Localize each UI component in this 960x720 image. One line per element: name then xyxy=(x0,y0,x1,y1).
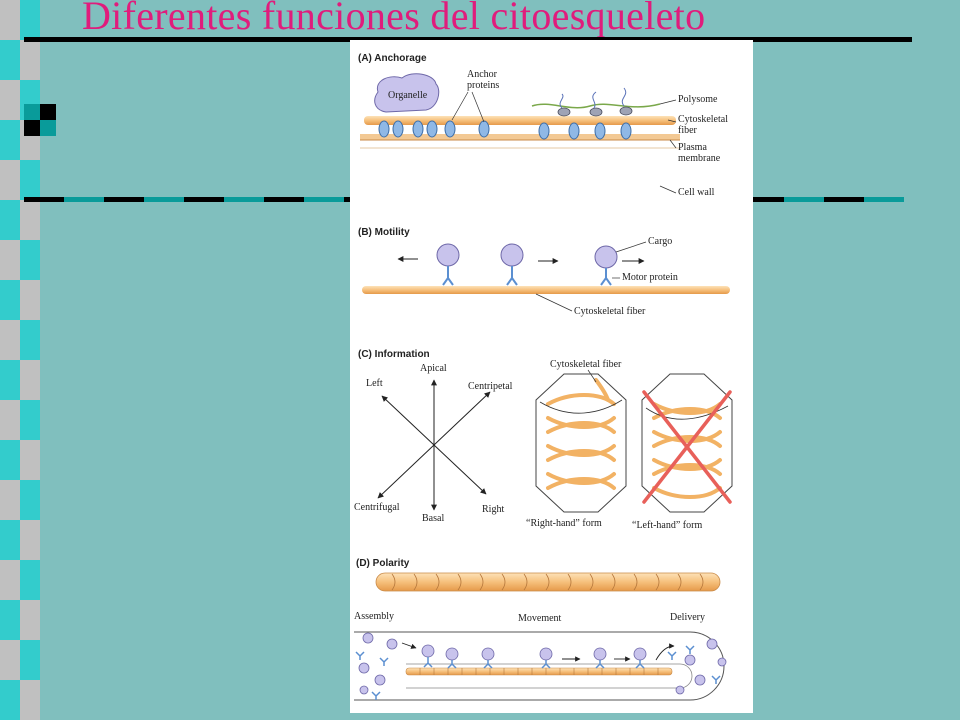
panel-polarity: (D) Polarity Assembly Movement Delivery xyxy=(354,558,727,701)
svg-text:Basal: Basal xyxy=(422,513,444,524)
svg-text:Organelle: Organelle xyxy=(388,90,428,101)
svg-text:“Right-hand” form: “Right-hand” form xyxy=(526,518,602,529)
svg-text:Cytoskeletal: Cytoskeletal xyxy=(678,114,728,125)
track-motors xyxy=(421,644,647,669)
panel-a-heading: (A) Anchorage xyxy=(358,53,427,64)
polysome xyxy=(531,103,661,109)
svg-text:Motor protein: Motor protein xyxy=(622,272,678,283)
polar-fiber xyxy=(375,572,721,592)
title-rule xyxy=(24,37,912,42)
right-hand-cell xyxy=(535,373,627,513)
slide-title: Diferentes funciones del citoesqueleto xyxy=(82,0,706,38)
cargo-motor-3 xyxy=(594,245,618,286)
free-vesicles xyxy=(358,632,727,695)
svg-text:Centrifugal: Centrifugal xyxy=(354,502,400,513)
panel-c-heading: (C) Information xyxy=(358,349,430,360)
cargo-motor-2 xyxy=(500,243,524,286)
svg-text:Cargo: Cargo xyxy=(648,236,672,247)
svg-text:Assembly: Assembly xyxy=(354,611,394,622)
svg-text:proteins: proteins xyxy=(467,80,499,91)
svg-text:fiber: fiber xyxy=(678,125,698,136)
panel-anchorage: (A) Anchorage Organelle xyxy=(358,53,728,198)
svg-text:“Left-hand” form: “Left-hand” form xyxy=(632,520,702,531)
svg-text:Anchor: Anchor xyxy=(467,69,498,80)
bullet-icon xyxy=(24,104,56,136)
plasma-membrane xyxy=(360,134,680,140)
axis-star xyxy=(377,379,491,511)
panel-b-heading: (B) Motility xyxy=(358,227,410,238)
svg-text:membrane: membrane xyxy=(678,153,721,164)
svg-text:Apical: Apical xyxy=(420,363,447,374)
panel-d-heading: (D) Polarity xyxy=(356,558,410,569)
panel-information: (C) Information Apical Left Centripetal … xyxy=(354,349,733,531)
anchor-fiber xyxy=(364,116,676,125)
svg-text:Cell wall: Cell wall xyxy=(678,187,715,198)
cargo-motor-1 xyxy=(436,243,460,286)
svg-text:Left: Left xyxy=(366,378,383,389)
motility-fiber xyxy=(362,286,730,294)
svg-text:Movement: Movement xyxy=(518,613,562,624)
svg-text:Centripetal: Centripetal xyxy=(468,381,513,392)
svg-text:Cytoskeletal fiber: Cytoskeletal fiber xyxy=(550,359,622,370)
cytoskeleton-figure: (A) Anchorage Organelle xyxy=(350,40,753,713)
svg-text:Polysome: Polysome xyxy=(678,94,718,105)
svg-text:Cytoskeletal fiber: Cytoskeletal fiber xyxy=(574,306,646,317)
svg-text:Delivery: Delivery xyxy=(670,612,705,623)
panel-motility: (B) Motility Cargo Motor protein Cytoske… xyxy=(358,227,730,317)
organelle xyxy=(374,73,440,113)
track-fiber xyxy=(405,667,673,676)
svg-text:Right: Right xyxy=(482,504,504,515)
left-hand-cell xyxy=(641,373,733,513)
svg-text:Plasma: Plasma xyxy=(678,142,707,153)
cell-outline xyxy=(354,631,725,701)
cross-mark-icon xyxy=(642,390,732,504)
anchor-proteins xyxy=(378,120,632,140)
